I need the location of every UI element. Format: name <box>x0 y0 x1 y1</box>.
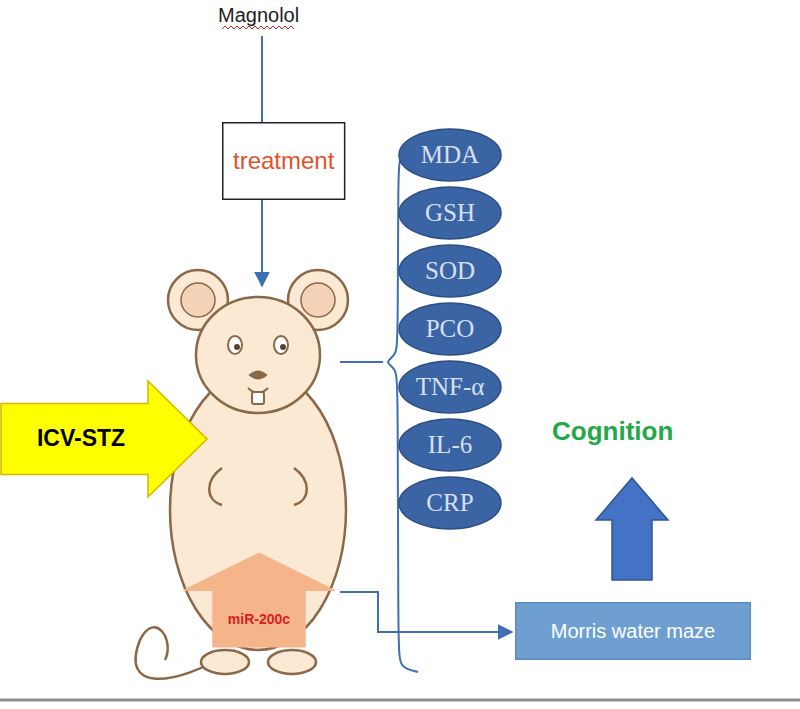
shape-outline <box>182 552 336 648</box>
marker-oval: PCO <box>398 302 502 356</box>
bottom-rule <box>0 699 800 702</box>
mirna-arrow: miR-200c <box>182 552 336 648</box>
rat-face <box>228 336 288 404</box>
treatment-box: treatment <box>222 122 345 200</box>
marker-oval: SOD <box>398 244 502 298</box>
node-text: IL-6 <box>428 431 472 459</box>
wavy-underline <box>222 26 294 29</box>
node-text: MDA <box>421 141 479 169</box>
marker-oval: MDA <box>398 128 502 182</box>
test-arrow <box>340 592 512 632</box>
marker-oval: CRP <box>398 476 502 530</box>
up-arrow <box>596 478 668 580</box>
node-text: TNF-α <box>416 373 485 401</box>
bracket-link <box>340 361 383 363</box>
node-text: treatment <box>230 148 337 174</box>
test-box: Morris water maze <box>515 602 751 660</box>
marker-oval: IL-6 <box>398 418 502 472</box>
marker-oval: GSH <box>398 186 502 240</box>
node-text: SOD <box>425 257 475 285</box>
node-text: GSH <box>425 199 475 227</box>
injection-arrow: ICV-STZ <box>0 380 208 498</box>
node-text: PCO <box>426 315 475 343</box>
outcome-label: Cognition <box>552 416 673 447</box>
node-text: ICV-STZ <box>37 426 125 451</box>
node-text: CRP <box>426 489 473 517</box>
marker-oval: TNF-α <box>398 360 502 414</box>
node-text: Morris water maze <box>551 620 715 642</box>
drug-label: Magnolol <box>218 4 299 27</box>
node-text: miR-200c <box>228 612 290 627</box>
